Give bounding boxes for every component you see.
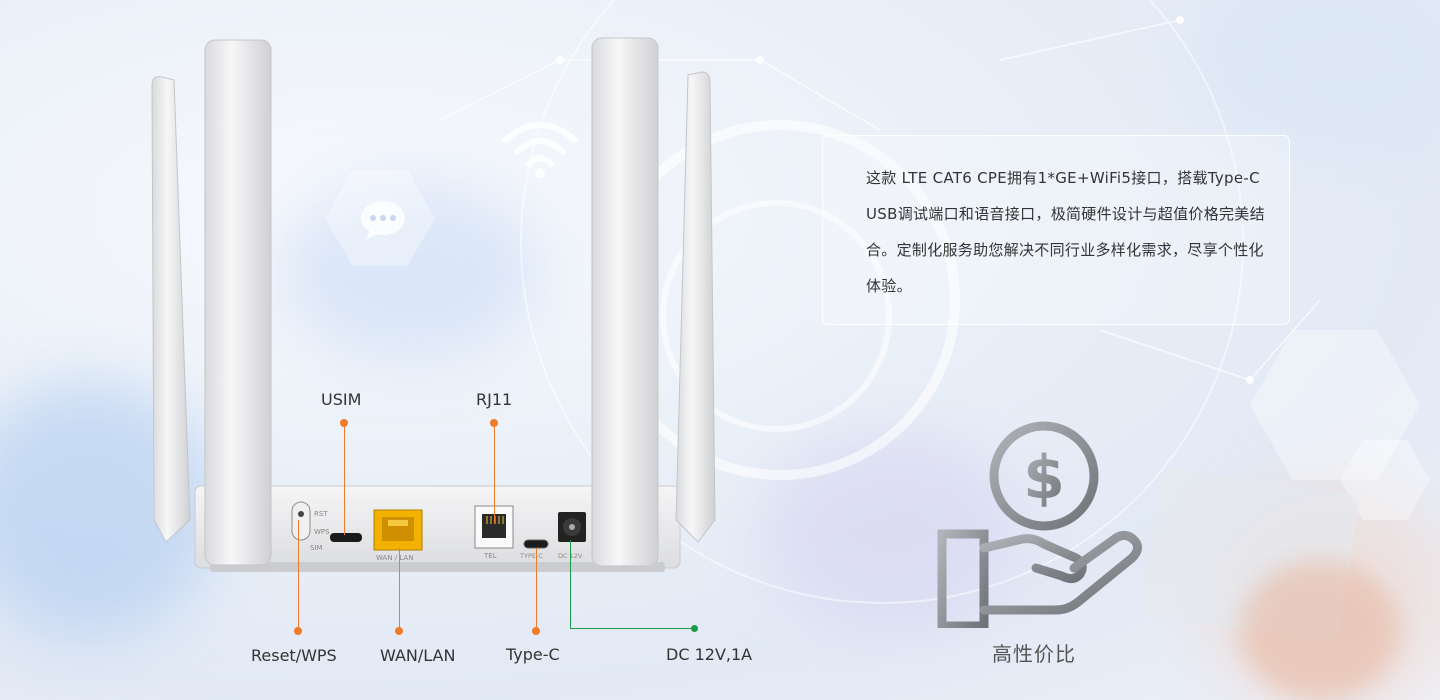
svg-text:TYPE-C: TYPE-C [519,552,543,560]
type-c-label: Type-C [506,645,560,664]
antenna-left-outer [151,76,191,543]
money-hand-icon: $ [937,421,1142,628]
svg-text:WPS: WPS [314,528,330,536]
svg-text:SIM: SIM [310,544,323,552]
svg-text:RST: RST [314,510,328,518]
reset-wps-label: Reset/WPS [251,646,337,665]
type-c-dot [532,627,540,635]
description-box [822,135,1290,325]
svg-text:TEL: TEL [483,552,497,560]
bg-hexagon [1250,330,1420,480]
dc-line-vertical [570,540,571,628]
router-image: RST WPS SIM WAN / LAN TEL TYPE-C DC 12V [151,37,716,572]
wan-lan-label: WAN/LAN [380,646,456,665]
wan-lan-dot [395,627,403,635]
type-c-line [536,548,537,631]
dc-dot [691,625,698,632]
chat-bubble-icon [361,201,405,240]
hand-shape [1240,560,1400,700]
antenna-left-inner [204,39,272,566]
wifi-icon [502,122,578,178]
dc-line-horizontal [570,628,694,629]
wan-lan-line [399,548,400,631]
rj11-label: RJ11 [476,390,513,409]
usim-line [344,423,345,535]
feature-label: 高性价比 [992,642,1076,666]
rj11-line [494,423,495,523]
usim-label: USIM [321,390,362,409]
bg-blob [280,180,540,360]
antenna-right-inner [591,37,659,567]
svg-text:WAN / LAN: WAN / LAN [376,554,413,562]
antenna-right-outer [675,71,716,543]
svg-text:$: $ [1023,443,1065,513]
reset-wps-line [298,520,299,631]
dc-label: DC 12V,1A [666,645,753,664]
reset-wps-dot [294,627,302,635]
description-text: 这款 LTE CAT6 CPE拥有1*GE+WiFi5接口，搭载Type-C U… [866,169,1265,295]
